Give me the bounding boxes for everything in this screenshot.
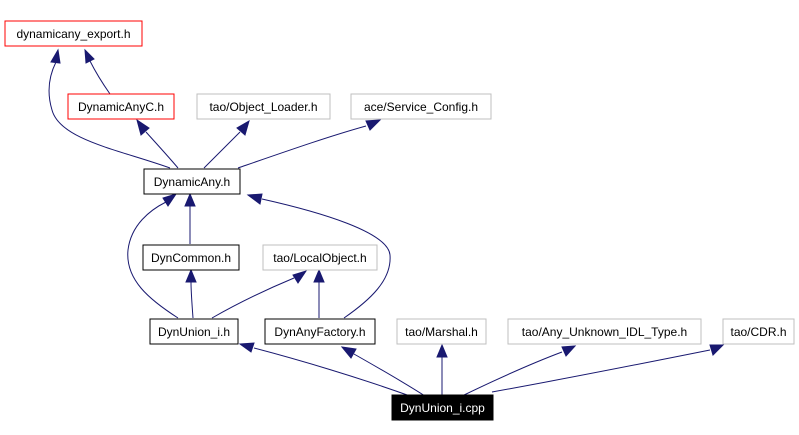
edge-arrowhead — [436, 343, 448, 358]
node-box — [350, 93, 492, 120]
node-label: DynAnyFactory.h — [274, 325, 365, 339]
node-dynamicanyc[interactable]: DynamicAnyC.h — [67, 93, 175, 120]
node-dynamicany[interactable]: DynamicAny.h — [143, 168, 241, 195]
node-service-config[interactable]: ace/Service_Config.h — [350, 93, 492, 120]
edge-arrowhead — [84, 48, 95, 64]
edge-arrowhead — [185, 268, 197, 283]
node-box — [142, 244, 240, 271]
node-label: DynCommon.h — [151, 251, 231, 265]
node-box — [149, 318, 239, 345]
node-box — [196, 93, 331, 120]
edge-arrowhead — [292, 270, 308, 284]
node-box — [262, 244, 378, 271]
node-box — [4, 20, 143, 47]
nodes: dynamicany_export.h DynamicAnyC.h tao/Ob… — [4, 20, 795, 421]
edge-arrowhead — [340, 346, 357, 359]
edge-dynunionh-to-dyncommon — [190, 281, 194, 319]
edge-dynamicany-to-objectloader — [203, 131, 241, 169]
edge-dynamicany-to-dynamicanyc — [145, 131, 179, 169]
node-label: DynamicAnyC.h — [78, 100, 164, 114]
edge-cpp-to-cdr — [491, 349, 711, 393]
node-box — [722, 318, 795, 345]
node-object-loader[interactable]: tao/Object_Loader.h — [196, 93, 331, 120]
node-label: tao/LocalObject.h — [273, 251, 366, 265]
edge-arrowhead — [313, 268, 325, 283]
edge-arrowhead — [136, 118, 150, 136]
node-any-unknown[interactable]: tao/Any_Unknown_IDL_Type.h — [507, 318, 702, 345]
edge-arrowhead — [236, 119, 250, 136]
node-box-focus — [391, 394, 494, 421]
node-label: tao/Marshal.h — [405, 325, 478, 339]
edges — [48, 48, 725, 397]
edge-dynunionh-to-localobject — [211, 277, 295, 319]
edge-arrowhead — [561, 345, 577, 357]
node-box — [396, 318, 487, 345]
node-marshal[interactable]: tao/Marshal.h — [396, 318, 487, 345]
edge-dynunionh-to-dynamicany — [127, 201, 179, 319]
edge-cpp-to-dynunionh — [253, 347, 411, 397]
node-dynunion-cpp[interactable]: DynUnion_i.cpp — [391, 394, 494, 421]
edge-arrowhead — [162, 193, 178, 207]
edge-dynamicanyc-to-export — [89, 60, 111, 95]
edge-arrowhead — [709, 344, 725, 356]
node-label: tao/Object_Loader.h — [209, 100, 317, 114]
edge-cpp-to-anyunknown — [461, 351, 563, 397]
edge-dynamicany-to-export — [48, 61, 171, 169]
edge-arrowhead — [365, 119, 382, 131]
node-label: tao/CDR.h — [730, 325, 786, 339]
edge-arrowhead — [184, 192, 196, 207]
node-label: DynUnion_i.cpp — [400, 401, 485, 415]
node-dynamicany-export[interactable]: dynamicany_export.h — [4, 20, 143, 47]
node-label: ace/Service_Config.h — [364, 100, 478, 114]
node-localobject[interactable]: tao/LocalObject.h — [262, 244, 378, 271]
node-box — [67, 93, 175, 120]
node-label: DynUnion_i.h — [158, 325, 230, 339]
edge-dynamicany-to-serviceconfig — [237, 125, 367, 169]
node-dynanyfactory[interactable]: DynAnyFactory.h — [264, 318, 376, 345]
edge-dynanyfactory-to-dynamicany — [261, 198, 391, 319]
edge-cpp-to-dynanyfactory — [353, 353, 426, 397]
node-label: dynamicany_export.h — [16, 27, 130, 41]
node-dynunion-h[interactable]: DynUnion_i.h — [149, 318, 239, 345]
node-label: tao/Any_Unknown_IDL_Type.h — [522, 325, 687, 339]
node-cdr[interactable]: tao/CDR.h — [722, 318, 795, 345]
edge-arrowhead — [50, 48, 61, 64]
node-box — [507, 318, 702, 345]
edge-arrowhead — [246, 193, 263, 205]
edge-arrowhead — [238, 342, 255, 353]
node-box — [264, 318, 376, 345]
node-dyncommon[interactable]: DynCommon.h — [142, 244, 240, 271]
node-label: DynamicAny.h — [154, 175, 230, 189]
node-box — [143, 168, 241, 195]
